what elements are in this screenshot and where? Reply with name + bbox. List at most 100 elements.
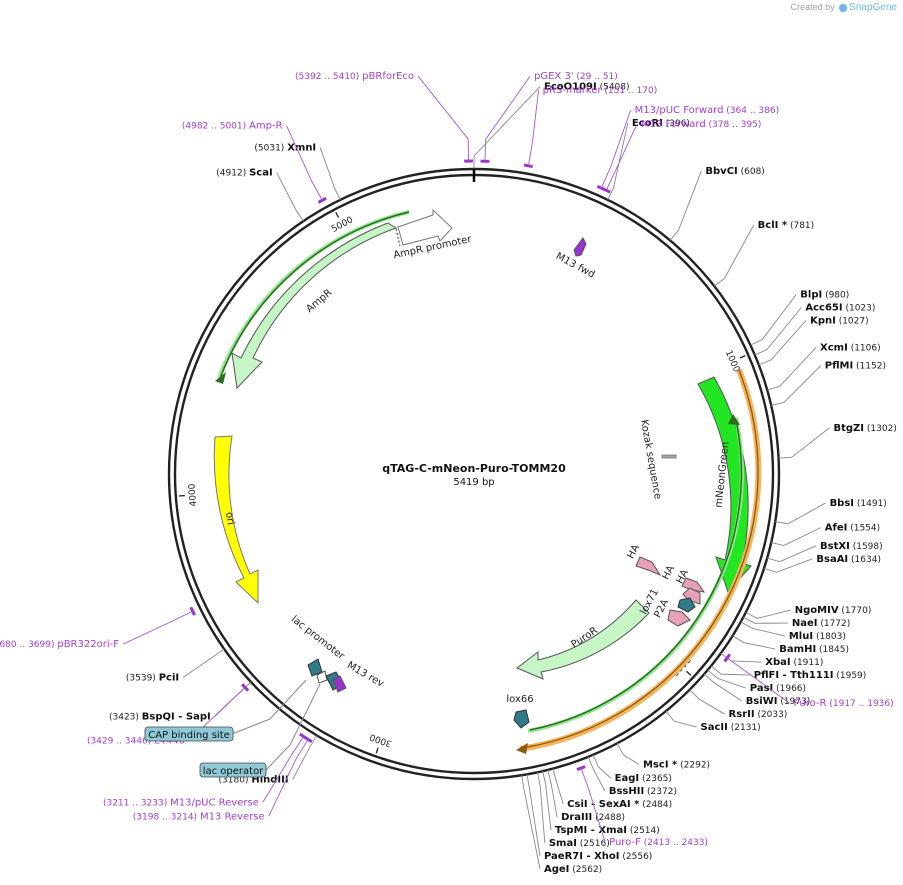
ampr-arrow: [231, 222, 398, 390]
enzyme-smai: SmaI (2516): [536, 772, 610, 849]
enzyme-label: BstXI (1598): [820, 541, 883, 552]
primer-leader-line: [605, 123, 638, 191]
enzyme-bbvci: BbvCI (608): [669, 166, 765, 241]
primer-pbrforeco: (5392 .. 5410) pBRforEco: [295, 71, 473, 163]
enzyme-label: MscI * (2292): [643, 759, 710, 770]
primer-leader-line: [484, 75, 531, 162]
enzyme-bbsi: BbsI (1491): [775, 498, 887, 525]
enzyme-label: MluI (1803): [789, 631, 846, 642]
primer-leader-line: [527, 90, 540, 166]
enzyme-bamhi: BamHI (1845): [732, 635, 849, 655]
snapgene-credit: Created by SnapGene: [791, 2, 897, 13]
primer-m13-puc-forward: M13/pUC Forward (364 .. 386): [596, 105, 779, 192]
enzyme-ecoo109i: EcoO109I (5408): [473, 82, 630, 169]
enzyme-leader-line: [292, 735, 318, 780]
enzyme-mlui: MluI (1803): [740, 621, 846, 642]
enzyme-xmni: (5031) XmnI: [254, 142, 341, 201]
enzyme-leader-line: [689, 689, 725, 715]
primer-leader-line: [417, 75, 469, 162]
enzyme-leader-line: [521, 775, 541, 870]
orange-line-head: [516, 743, 528, 754]
enzyme-label: DraIII (2488): [561, 812, 625, 823]
primer-label: M13 Forward (378 .. 395): [641, 119, 761, 130]
enzyme-label: BsaAI (1634): [816, 554, 881, 565]
enzyme-leader-line: [775, 502, 826, 525]
enzyme-kpni: KpnI (1027): [758, 315, 869, 366]
enzyme-pflmi: PflMI (1152): [771, 361, 886, 406]
enzyme-tspmi: TspMI - XmaI (2514): [542, 771, 660, 836]
enzyme-label: NgoMIV (1770): [795, 605, 872, 616]
primer-mark: [189, 606, 196, 616]
enzyme-leader-line: [319, 147, 341, 201]
enzyme-label: PaeR7I - XhoI (2556): [544, 851, 652, 862]
ampr-label: AmpR: [304, 287, 334, 315]
insert-line-head: [728, 414, 740, 425]
primer-leader-line: [268, 739, 309, 817]
enzyme-bcli: BclI * (781): [714, 220, 814, 287]
primer-mark: [601, 187, 611, 194]
primer-label: (3211 .. 3233) M13/pUC Reverse: [103, 797, 259, 808]
m13-rev-label: M13 rev: [345, 660, 386, 690]
primer-leader-line: [262, 736, 304, 803]
enzyme-leader-line: [732, 635, 776, 650]
enzyme-leader-line: [771, 527, 821, 547]
enzyme-label: BbsI (1491): [830, 498, 887, 509]
primer-label: pRS-marker (151 .. 170): [543, 85, 658, 96]
primer-leader-line: [726, 657, 790, 704]
kozak-label: Kozak sequence: [638, 419, 663, 500]
primer-m13-reverse: (3198 .. 3214) M13 Reverse: [133, 735, 313, 822]
enzyme-label: BtgZI (1302): [834, 423, 897, 434]
enzyme-label: CsiI - SexAI * (2484): [567, 799, 672, 810]
enzyme-label: BssHII (2372): [609, 786, 677, 797]
puror-arrow: [516, 599, 650, 680]
tick-label-3000: 3000: [368, 731, 393, 748]
enzyme-leader-line: [778, 427, 830, 459]
enzyme-leader-line: [740, 621, 785, 637]
lox71-arrow: [677, 597, 696, 613]
primer-puro-r: Puro-R (1917 .. 1936): [723, 653, 894, 709]
ha3-arrow: [682, 587, 701, 605]
lac-operator-label: lac operator: [203, 766, 264, 777]
enzyme-acc65i: Acc65I (1023): [754, 302, 875, 356]
enzyme-leader-line: [703, 673, 742, 702]
tick-1000: [739, 355, 746, 359]
enzyme-xcmi: XcmI (1106): [767, 342, 881, 391]
enzyme-leader-line: [707, 669, 746, 689]
enzyme-leader-line: [767, 545, 817, 563]
primer-puro-f: Puro-F (2413 .. 2433): [576, 765, 708, 848]
enzyme-bsiwi: BsiWI (1973): [703, 673, 810, 707]
enzyme-leader-line: [182, 648, 225, 678]
enzyme-label: AfeI (1554): [825, 523, 880, 534]
primer-prs-marker: pRS-marker (151 .. 170): [523, 85, 658, 169]
enzyme-pflfi: PflFI - Tth111I (1959): [710, 665, 866, 681]
enzyme-leader-line: [669, 170, 702, 241]
insert-dark-line: [529, 419, 743, 731]
enzyme-leader-line: [536, 772, 546, 844]
enzyme-label: EagI (2365): [615, 773, 672, 784]
enzyme-leader-line: [587, 756, 606, 792]
enzyme-label: PflMI (1152): [825, 361, 886, 372]
primer-mark: [723, 653, 731, 663]
primer-label: Puro-R (1917 .. 1936): [794, 698, 894, 709]
primer-label: Puro-F (2413 .. 2433): [609, 837, 708, 848]
m13-fwd-arrow: [573, 237, 587, 257]
enzyme-leader-line: [276, 172, 304, 222]
primer-label: (3198 .. 3214) M13 Reverse: [133, 811, 265, 822]
primer-leader-line: [122, 610, 193, 645]
enzyme-ecori: EcoRI (396): [607, 118, 690, 201]
enzyme-scai: (4912) ScaI: [216, 168, 304, 222]
enzyme-eagi: EagI (2365): [592, 754, 672, 784]
primer-leader-line: [600, 109, 632, 189]
enzyme-msci: MscI * (2292): [616, 743, 710, 770]
ha1-arrow: [635, 556, 662, 577]
kozak-marker: [661, 454, 677, 459]
enzyme-label: KpnI (1027): [810, 315, 869, 326]
enzyme-label: SmaI (2516): [549, 838, 610, 849]
enzyme-label: BbvCI (608): [705, 166, 764, 177]
enzyme-leader-line: [542, 771, 552, 831]
enzyme-label: (5031) XmnI: [254, 142, 316, 153]
enzyme-pasi: PasI (1966): [707, 669, 806, 694]
enzyme-afei: AfeI (1554): [771, 523, 880, 547]
snapgene-logo-icon: [839, 3, 848, 12]
enzyme-label: PasI (1966): [750, 683, 806, 694]
